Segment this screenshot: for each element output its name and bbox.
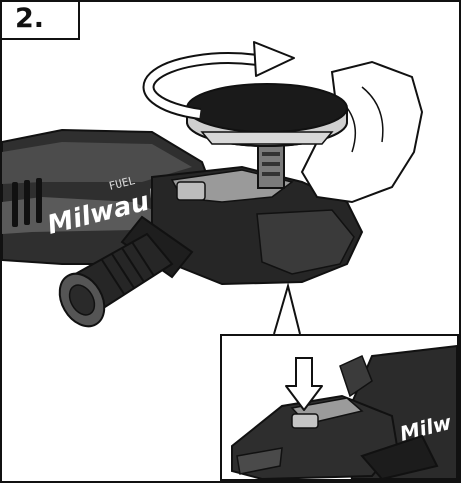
lock-button: [176, 181, 206, 201]
step-number: 2.: [2, 2, 80, 40]
detail-inset: Milw: [220, 334, 459, 481]
inset-spindle-lock-button: [291, 413, 319, 429]
vent-slots: [12, 178, 42, 227]
housing-highlight: [2, 142, 192, 184]
series-label: FUEL: [108, 174, 137, 193]
press-down-arrow-icon: [285, 357, 323, 411]
inset-illustration: Milw: [231, 344, 457, 479]
rotation-arrow-icon: [142, 41, 295, 120]
gear-head-face: [256, 209, 355, 275]
side-handle: [58, 215, 194, 328]
housing-stripe: [2, 197, 172, 234]
